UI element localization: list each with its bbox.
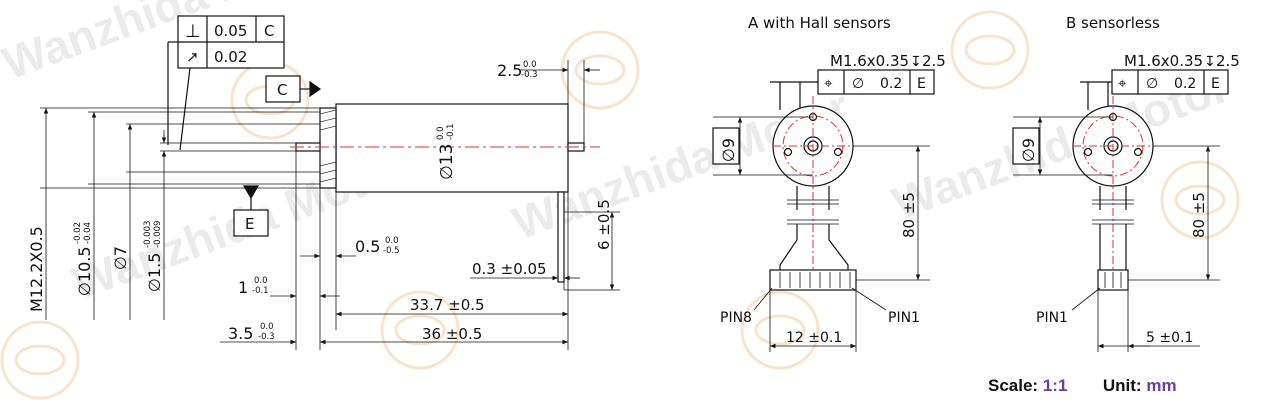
view-a-fcf-dia: ∅ xyxy=(852,76,864,92)
perpendicularity-symbol: ⊥ xyxy=(185,21,201,42)
view-a-pcd: ∅9 xyxy=(719,138,738,162)
dim-shaft-ext-tol-up: 0.0 xyxy=(523,60,537,70)
scale-unit-footer: Scale: 1:1 Unit: mm xyxy=(988,376,1177,396)
depth-icon: ↧ xyxy=(910,54,922,70)
dim-shaft-35-tol-dn: -0.3 xyxy=(258,332,275,342)
view-b-fcf-symbol: ⌖ xyxy=(1118,74,1127,92)
dim-step-05-tol-up: 0.0 xyxy=(385,236,399,246)
dim-shaft-dia: ∅1.5 xyxy=(145,253,164,292)
dim-step-1-tol-up: 0.0 xyxy=(254,276,268,286)
view-a-hole-callout: M1.6x0.35 xyxy=(830,52,909,70)
dim-shaft-dia-tol-up: -0.003 xyxy=(143,221,153,248)
view-b-pin-left: PIN1 xyxy=(1036,310,1068,326)
view-a-title: A with Hall sensors xyxy=(748,14,891,32)
view-a-connector xyxy=(769,269,857,291)
unit-value: mm xyxy=(1146,376,1177,395)
motor-body xyxy=(335,103,569,193)
unit-label: Unit: xyxy=(1102,376,1142,395)
dim-step-05-tol-dn: -0.5 xyxy=(383,246,400,256)
view-a-fcf-symbol: ⌖ xyxy=(824,74,833,92)
scale-label: Scale: xyxy=(988,376,1039,395)
dim-shaft-ext-tol-dn: -0.3 xyxy=(521,70,538,80)
perpendicularity-value: 0.05 xyxy=(214,22,247,40)
dim-dia7: ∅7 xyxy=(111,246,130,270)
dim-thread: M12.2X0.5 xyxy=(27,226,46,312)
dim-lead-6: 6 ±0.5 xyxy=(595,199,613,250)
dim-body-dia: ∅13 xyxy=(437,144,457,180)
thread-hatch xyxy=(319,109,337,183)
runout-symbol: ↗ xyxy=(186,48,199,66)
runout-value: 0.02 xyxy=(214,48,247,66)
view-b-cable-len: 80 ±5 xyxy=(1190,192,1208,238)
datum-c: C xyxy=(265,75,322,103)
dim-body-dia-tol-dn: -0.1 xyxy=(446,123,456,140)
watermark-badge xyxy=(1160,160,1240,240)
view-a-pin-left: PIN8 xyxy=(720,310,752,326)
view-b-title: B sensorless xyxy=(1066,14,1160,32)
view-a-fcf-value: 0.2 xyxy=(880,76,902,92)
view-b-fcf-dia: ∅ xyxy=(1146,76,1158,92)
datum-e: E xyxy=(233,185,269,237)
dim-len-337: 33.7 ±0.5 xyxy=(410,296,485,314)
dim-boss-dia: ∅10.5 xyxy=(75,246,94,296)
view-a-cable-len: 80 ±5 xyxy=(900,192,918,238)
view-b-pcd: ∅9 xyxy=(1019,138,1038,162)
view-a-fcf xyxy=(817,69,935,95)
dim-boss-dia-tol-up: -0.02 xyxy=(73,222,83,244)
view-b-fcf-value: 0.2 xyxy=(1174,76,1196,92)
dim-body-dia-tol-up: 0.0 xyxy=(436,126,446,140)
view-b-hole-callout: M1.6x0.35 xyxy=(1124,52,1203,70)
perpendicularity-datum: C xyxy=(264,22,274,40)
view-b: B sensorless M1.6x0.35 ↧ 2.5 xyxy=(1012,14,1240,352)
view-b-hole-depth: 2.5 xyxy=(1216,52,1240,70)
gdt-frame: ⊥ 0.05 C ↗ 0.02 xyxy=(177,15,285,69)
depth-icon: ↧ xyxy=(1204,54,1216,70)
scale-value: 1:1 xyxy=(1042,376,1068,395)
dim-shaft-35: 3.5 xyxy=(228,324,253,343)
dim-len-36: 36 ±0.5 xyxy=(422,325,482,343)
watermark-badge xyxy=(0,320,80,400)
dim-step-1-tol-dn: -0.1 xyxy=(252,286,269,296)
datum-e-label: E xyxy=(245,215,254,233)
view-a-width: 12 ±0.1 xyxy=(786,330,842,346)
dim-step-05: 0.5 xyxy=(355,237,380,256)
dim-gap-03: 0.3 ±0.05 xyxy=(472,260,547,278)
view-b-width: 5 ±0.1 xyxy=(1146,330,1193,346)
view-a-hole-depth: 2.5 xyxy=(922,52,946,70)
view-b-fcf-datum: E xyxy=(1211,76,1220,92)
motor-lead xyxy=(557,191,565,283)
watermark-badge xyxy=(950,10,1030,90)
side-view-labels: 2.5 0.0 -0.3 ∅13 0.0 -0.1 M12.2X0.5 ∅10.… xyxy=(27,60,613,343)
dim-shaft-dia-tol-dn: -0.009 xyxy=(153,221,163,248)
view-a-pin-right: PIN1 xyxy=(888,310,920,326)
dim-shaft-35-tol-up: 0.0 xyxy=(260,322,274,332)
datum-c-label: C xyxy=(277,81,287,99)
side-view: ⊥ 0.05 C ↗ 0.02 C xyxy=(40,15,620,350)
view-a-fcf-datum: E xyxy=(917,76,926,92)
dim-shaft-ext: 2.5 xyxy=(497,61,522,80)
view-a: A with Hall sensors M1.6x0.35 ↧ 2.5 xyxy=(712,14,946,352)
dim-step-1: 1 xyxy=(238,278,248,297)
dim-boss-dia-tol-dn: -0.04 xyxy=(83,222,93,244)
